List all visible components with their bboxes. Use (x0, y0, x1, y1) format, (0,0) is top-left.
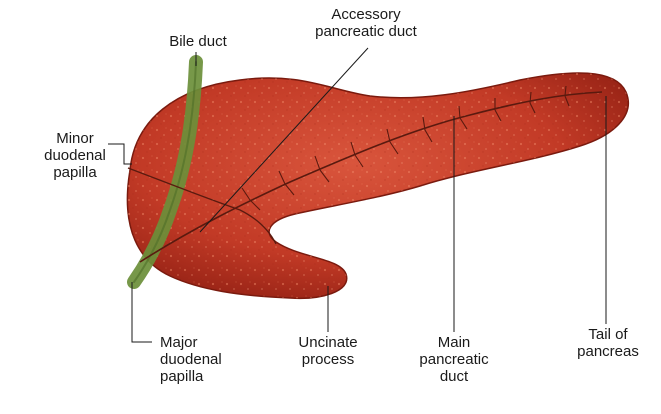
label-bile-duct: Bile duct (152, 33, 244, 50)
label-uncinate-line-2: process (276, 351, 380, 368)
label-major-papilla-line-2: duodenal (160, 351, 250, 368)
label-major-papilla: Major duodenal papilla (160, 334, 250, 385)
label-accessory-duct-line-2: pancreatic duct (286, 23, 446, 40)
label-bile-duct-line-1: Bile duct (152, 33, 244, 50)
label-minor-papilla-line-1: Minor (34, 130, 116, 147)
label-accessory-duct: Accessory pancreatic duct (286, 6, 446, 40)
label-tail-of-pancreas: Tail of pancreas (560, 326, 656, 360)
label-uncinate-line-1: Uncinate (276, 334, 380, 351)
label-main-duct-line-1: Main (402, 334, 506, 351)
label-minor-papilla-line-3: papilla (34, 164, 116, 181)
label-accessory-duct-line-1: Accessory (286, 6, 446, 23)
label-minor-papilla-line-2: duodenal (34, 147, 116, 164)
label-minor-papilla: Minor duodenal papilla (34, 130, 116, 181)
label-major-papilla-line-3: papilla (160, 368, 250, 385)
label-major-papilla-line-1: Major (160, 334, 250, 351)
label-main-duct: Main pancreatic duct (402, 334, 506, 385)
label-main-duct-line-3: duct (402, 368, 506, 385)
label-main-duct-line-2: pancreatic (402, 351, 506, 368)
label-tail-line-2: pancreas (560, 343, 656, 360)
label-tail-line-1: Tail of (560, 326, 656, 343)
label-uncinate-process: Uncinate process (276, 334, 380, 368)
